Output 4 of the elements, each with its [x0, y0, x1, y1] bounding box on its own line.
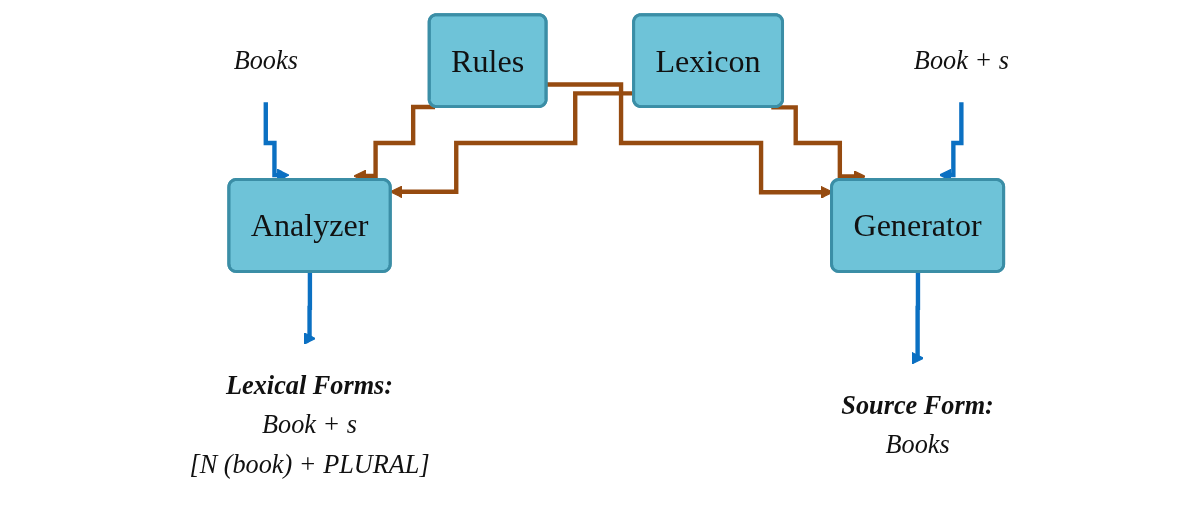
- node-text: Source Form: Books: [841, 390, 995, 459]
- node-text: Lexical Forms: Book + s [N (book) + PLURAL]: [189, 370, 430, 479]
- node-text: Books: [234, 45, 299, 75]
- node-text: Book + s: [914, 45, 1010, 75]
